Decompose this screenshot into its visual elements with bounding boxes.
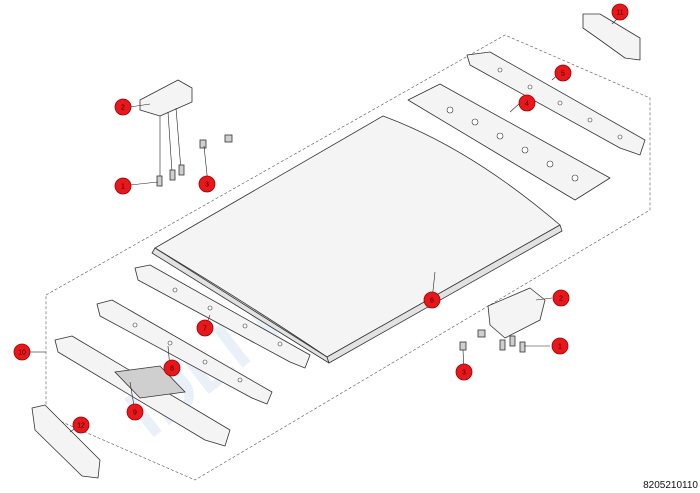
svg-text:6: 6	[430, 298, 434, 305]
callout-11: 11	[611, 3, 629, 21]
roof-bow-8	[96, 299, 273, 405]
callout-2-left: 2	[114, 98, 132, 116]
roof-panel-edge-right	[326, 224, 563, 364]
rear-roof-rail	[466, 51, 646, 156]
svg-text:12: 12	[77, 423, 85, 430]
svg-text:2: 2	[121, 105, 125, 112]
rear-reinforcement-bow	[407, 83, 611, 201]
assembly-boundary	[45, 34, 651, 481]
svg-text:1: 1	[558, 344, 562, 351]
svg-text:3: 3	[205, 182, 209, 189]
roof-bow-7	[134, 264, 311, 369]
svg-text:10: 10	[18, 350, 26, 357]
callout-7: 7	[196, 319, 214, 337]
svg-text:5: 5	[561, 71, 565, 78]
callout-9: 9	[126, 403, 144, 421]
callout-2-right: 2	[552, 289, 570, 307]
callout-3-right: 3	[455, 363, 473, 381]
callout-6: 6	[423, 291, 441, 309]
svg-text:3: 3	[462, 370, 466, 377]
rear-clip	[582, 13, 641, 61]
callout-5: 5	[554, 64, 572, 82]
svg-text:4: 4	[525, 101, 529, 108]
svg-text:7: 7	[203, 326, 207, 333]
callout-1-left: 1	[114, 177, 132, 195]
svg-text:2: 2	[559, 296, 563, 303]
callout-12: 12	[72, 416, 90, 434]
svg-text:11: 11	[616, 10, 623, 17]
svg-text:8: 8	[170, 366, 174, 373]
callout-10: 10	[13, 343, 31, 361]
callout-1-right: 1	[551, 337, 569, 355]
callout-8: 8	[163, 359, 181, 377]
svg-text:1: 1	[121, 184, 125, 191]
reference-code: 8205210110	[643, 480, 698, 491]
svg-text:9: 9	[133, 410, 137, 417]
callout-4: 4	[518, 94, 536, 112]
bracket-right	[459, 287, 546, 353]
bracket-left	[139, 79, 233, 187]
front-clip	[31, 404, 101, 479]
callout-3-left: 3	[198, 175, 216, 193]
